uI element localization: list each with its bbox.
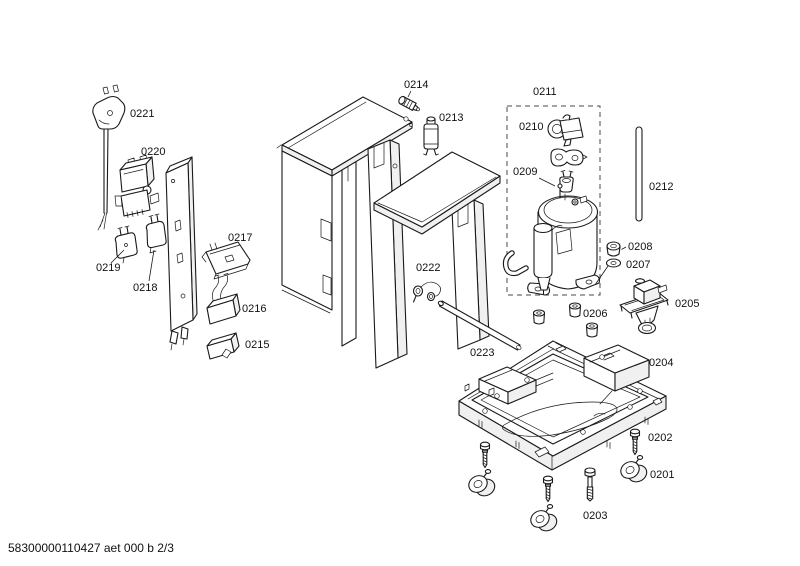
part-label-0201: 0201 [650,469,674,481]
part-label-0209: 0209 [513,166,537,178]
part-labels: 0221 0220 0219 0218 0217 0216 0215 0214 … [96,79,699,522]
part-0217-bracket-plate [201,241,251,280]
part-label-0218: 0218 [133,282,157,294]
part-label-0205: 0205 [675,298,699,310]
part-label-0210: 0210 [519,121,543,133]
part-0214-fitting [398,95,420,112]
part-label-0203: 0203 [583,510,607,522]
part-label-0213: 0213 [439,112,463,124]
part-0221-power-cord [92,84,126,231]
part-label-0206: 0206 [583,308,607,320]
dashed-assembly-box-0211 [506,105,601,296]
part-label-0221: 0221 [130,108,154,120]
part-label-0212: 0212 [649,181,673,193]
part-0207-washer [605,258,622,268]
part-label-0202: 0202 [648,432,672,444]
part-shelf-tray [373,151,501,235]
part-0208-grommet [606,241,621,257]
part-0219-switch [114,225,138,264]
part-0216-capacitor-box [206,273,241,325]
part-0213-capacitor [423,116,439,156]
part-0215-clip-box [206,332,240,360]
part-label-0216: 0216 [242,303,266,315]
part-0212-tube [635,126,643,222]
part-label-0214: 0214 [404,79,428,91]
part-label-0219: 0219 [96,262,120,274]
part-0223-tube [437,300,522,351]
footer-document-code: 58300000110427 aet 000 b 2/3 [8,541,174,555]
part-0210-starter [547,114,584,147]
part-gasket [550,148,588,167]
part-label-0217: 0217 [228,232,252,244]
part-label-0220: 0220 [141,146,165,158]
part-label-0208: 0208 [628,241,652,253]
part-label-0211: 0211 [533,86,557,98]
part-label-0222: 0222 [416,262,440,274]
part-label-0207: 0207 [626,259,650,271]
part-label-0215: 0215 [245,339,269,351]
part-0203-bolt [584,467,596,502]
part-0218-switch [145,213,167,254]
part-0209-cap [559,170,574,193]
part-left-leg [367,139,408,369]
part-label-0223: 0223 [470,347,494,359]
part-0222-clamp [412,281,441,303]
part-mounting-bracket [165,156,198,351]
part-0204-base [458,340,667,471]
part-compressor [502,183,601,296]
part-0220-relay-block [114,154,160,218]
leader-lines [110,90,627,286]
part-0205-valve-assembly [619,278,669,335]
part-label-0204: 0204 [649,357,673,369]
part-cover-panel [276,96,413,347]
